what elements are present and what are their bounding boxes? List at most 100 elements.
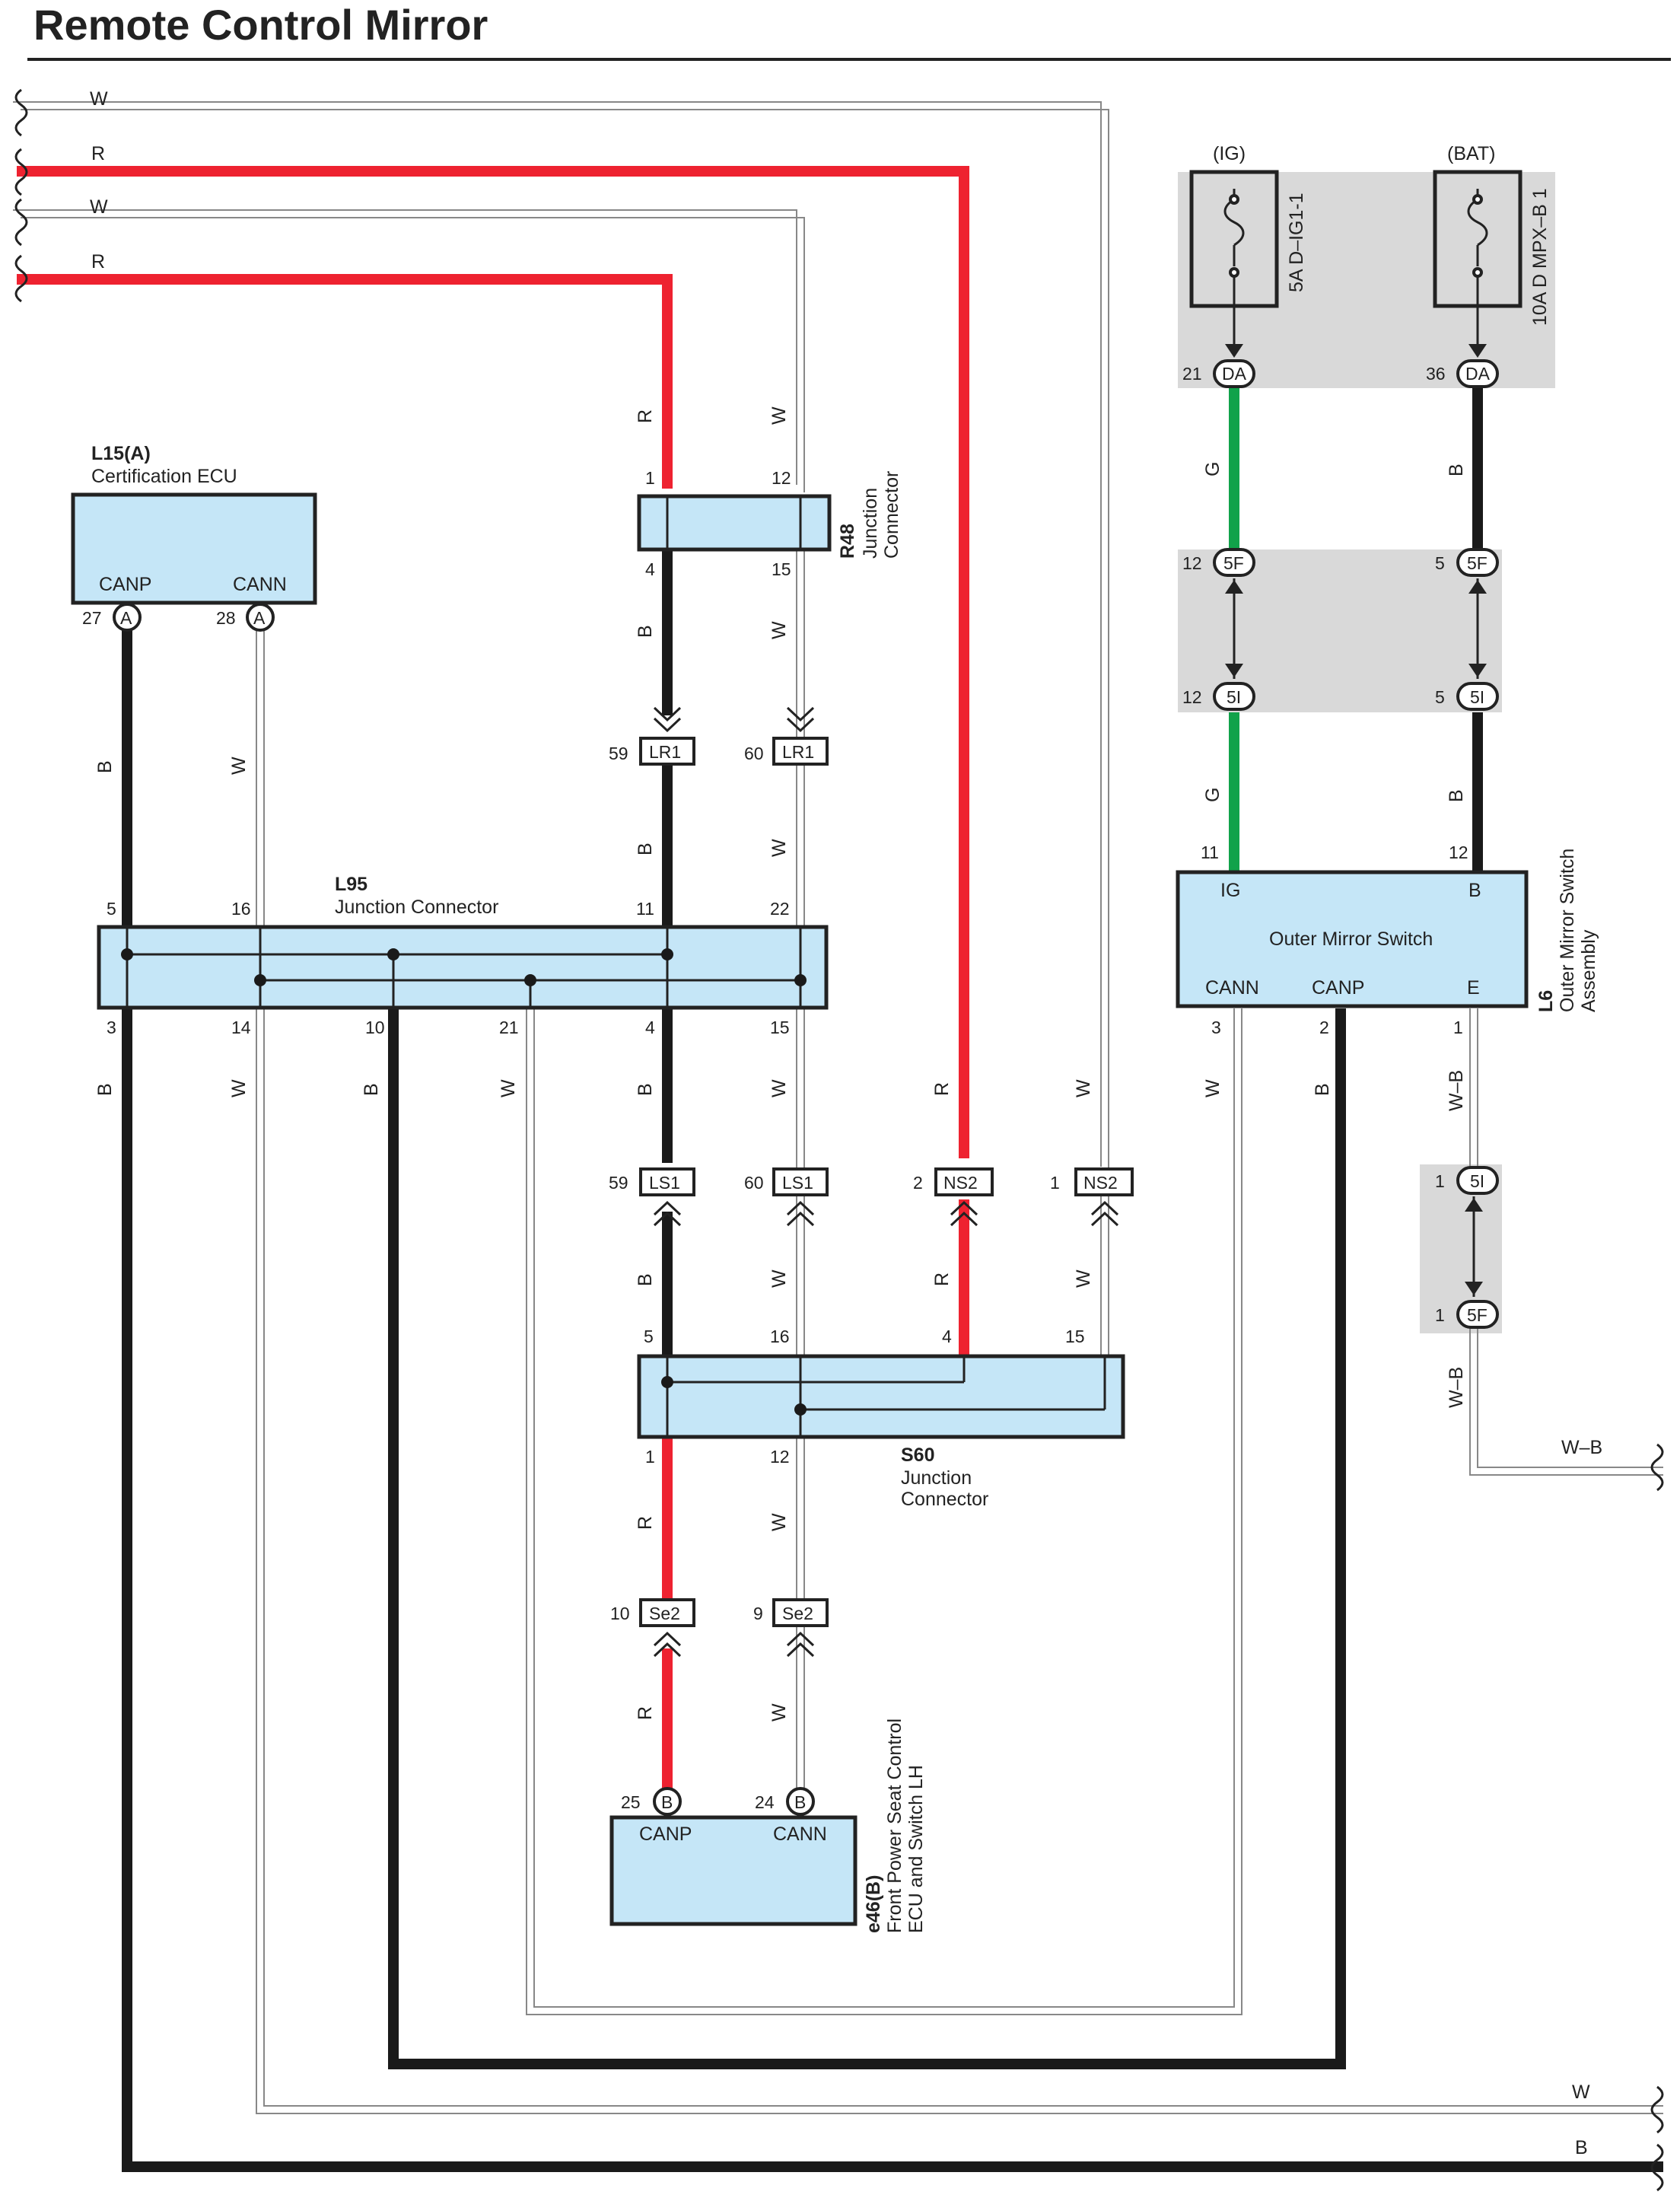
ls1-chevron-1 — [653, 1200, 682, 1227]
wire-label-w2: W — [90, 196, 108, 218]
c5i-wb — [1456, 1166, 1499, 1195]
l95-pin-14: 14 — [231, 1018, 251, 1037]
l95-node-1 — [121, 948, 133, 960]
r48-pin-4: 4 — [645, 559, 655, 579]
ls1-box-2 — [772, 1167, 829, 1196]
e46-id: e46(B) — [863, 1875, 884, 1933]
vlabel-g-2: G — [1202, 788, 1223, 802]
c5f-bat-label: 5F — [1467, 553, 1488, 573]
ls1-box-1 — [639, 1167, 695, 1196]
exit-label-wb: W–B — [1561, 1437, 1602, 1458]
s60-pin-12: 12 — [770, 1447, 790, 1467]
component-r48-junction-connector: 1 12 4 15 R48 Junction Connector — [637, 468, 902, 579]
l6-pin-cann: 3 — [1211, 1018, 1221, 1037]
lr1-chevron-1 — [653, 706, 682, 733]
se2-box-1 — [639, 1598, 695, 1627]
se2-chevron-2 — [786, 1631, 815, 1658]
l6-inner-name: Outer Mirror Switch — [1269, 928, 1433, 950]
l6-e: E — [1467, 977, 1480, 999]
fuse-bat-connector — [1456, 359, 1499, 388]
se2-pin-9: 9 — [753, 1604, 763, 1623]
black-wire-loop — [388, 1008, 1346, 2069]
vlabel-r-4: R — [635, 1516, 656, 1530]
c5f-wb — [1456, 1300, 1499, 1329]
e46-canp: CANP — [639, 1824, 692, 1845]
c5i-bat-label: 5I — [1470, 687, 1484, 707]
c5f-ig — [1213, 548, 1255, 577]
wb-wire-lower — [1469, 1322, 1663, 1476]
vlabel-w-7: W — [768, 1079, 790, 1097]
wire-label-r1: R — [91, 143, 105, 164]
l95-node-4 — [254, 974, 266, 986]
l95-pin-10: 10 — [365, 1018, 385, 1037]
lr1-box-1 — [639, 737, 695, 766]
s60-pin-15: 15 — [1065, 1327, 1085, 1346]
vlabel-b-2: B — [94, 760, 116, 773]
c5f-wb-pin: 1 — [1435, 1305, 1445, 1325]
vlabel-w-4: W — [768, 839, 790, 857]
l95-pin-22: 22 — [770, 899, 790, 919]
connector-5i-5f-wb: 1 5I 1 5F — [1435, 1166, 1499, 1329]
l95-node-2 — [387, 948, 399, 960]
left-wire-breaks — [14, 88, 28, 303]
e46-name-2: ECU and Switch LH — [905, 1765, 927, 1933]
connector-lr1: 59 LR1 60 LR1 — [609, 706, 829, 766]
component-l6-outer-mirror-switch: 11 12 IG B Outer Mirror Switch CANN CANP… — [1176, 842, 1599, 1037]
l95-pin-11: 11 — [636, 899, 654, 919]
c5f-bat — [1456, 548, 1499, 577]
r48-pin-12: 12 — [772, 468, 791, 488]
l15-pin-canp: 27 — [82, 608, 102, 628]
vlabel-w-3: W — [228, 756, 250, 775]
break-mark-1 — [14, 88, 28, 137]
l15-conn-canp-label: A — [120, 608, 132, 628]
vlabel-w-8: W — [1073, 1079, 1094, 1097]
fuse-area-shade — [1178, 172, 1555, 388]
l95-name: Junction Connector — [335, 897, 498, 918]
s60-node-1 — [661, 1376, 673, 1388]
e46-name-1: Front Power Seat Control — [884, 1718, 905, 1933]
vlabel-b-1: B — [635, 625, 656, 638]
s60-pin-4: 4 — [942, 1327, 952, 1346]
s60-pin-1: 1 — [645, 1447, 655, 1467]
fuse-ig-pin: 21 — [1182, 364, 1202, 384]
fuse-bat: (BAT) 10A D MPX–B 1 36 DA — [1426, 143, 1551, 388]
l95-pin-5: 5 — [107, 899, 116, 919]
fuse-bat-rating: 10A D MPX–B 1 — [1529, 188, 1551, 326]
lr1-box-2 — [772, 737, 829, 766]
se2-label-2: Se2 — [782, 1604, 813, 1623]
s60-id: S60 — [901, 1445, 934, 1466]
se2-chevron-1 — [653, 1631, 682, 1658]
e46-conn-canp-label: B — [661, 1792, 673, 1812]
ns2-label-2: NS2 — [1083, 1173, 1118, 1193]
l95-id: L95 — [335, 874, 368, 895]
l6-name-1: Outer Mirror Switch — [1557, 849, 1578, 1012]
component-e46-front-power-seat-ecu: 25 B 24 B CANP CANN e46(B) Front Power S… — [609, 1718, 927, 1933]
l6-id: L6 — [1535, 990, 1557, 1012]
l6-pin-ig: 11 — [1201, 842, 1219, 862]
fuse-ig-arrow — [1225, 344, 1243, 358]
fuse-bat-source: (BAT) — [1447, 143, 1495, 164]
break-mark-w — [1650, 2085, 1664, 2134]
ns2-box-2 — [1074, 1167, 1134, 1196]
l15-conn-cann — [246, 603, 275, 632]
r48-id: R48 — [837, 524, 858, 559]
l15-name: Certification ECU — [91, 466, 237, 487]
l95-node-5 — [524, 974, 536, 986]
c5i-ig — [1213, 682, 1255, 711]
l6-name-2: Assembly — [1578, 929, 1599, 1012]
break-mark-2 — [14, 148, 28, 196]
l95-pin-21: 21 — [499, 1018, 519, 1037]
vlabel-w-10: W — [1073, 1269, 1094, 1288]
s60-pin-5: 5 — [644, 1327, 654, 1346]
l15-conn-cann-label: A — [253, 608, 266, 628]
vlabel-w-5: W — [228, 1079, 250, 1097]
l6-pin-b: 12 — [1449, 842, 1468, 862]
fuse-bat-terminal-bottom — [1472, 267, 1483, 278]
fuse-ig: (IG) 5A D–IG1-1 21 DA — [1182, 143, 1307, 388]
vlabel-g-1: G — [1202, 462, 1223, 476]
white-wire-loop-inner — [533, 1008, 1235, 2008]
r48-box — [637, 494, 832, 552]
white-wire-ns2-s60 — [1100, 1181, 1109, 1359]
vlabel-w-11: W — [768, 1513, 790, 1531]
vlabel-w-13: W — [1202, 1079, 1223, 1097]
